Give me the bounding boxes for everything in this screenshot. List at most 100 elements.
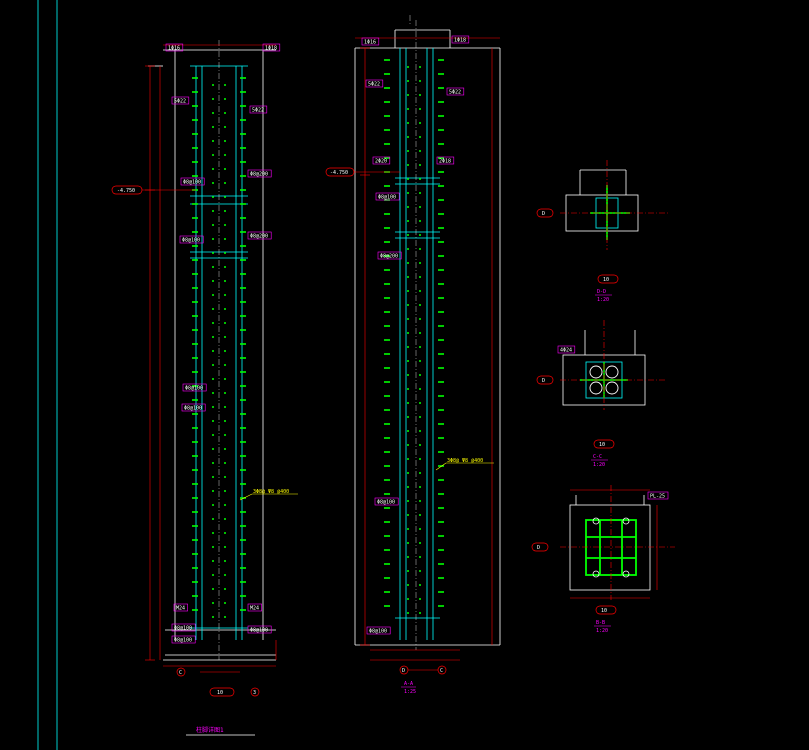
tag-box [249, 105, 268, 114]
rebar-dot [224, 504, 226, 506]
rebar-dot [212, 504, 214, 506]
rebar-dot [419, 94, 421, 96]
rebar-dot [224, 602, 226, 604]
axis-mark-0: C [179, 670, 182, 676]
rebar-dot [407, 542, 409, 544]
rebar-dot [419, 276, 421, 278]
section-d-d: D 10 D-D 1:20 [536, 160, 670, 303]
rebar-dot [419, 416, 421, 418]
rebar-dot [212, 294, 214, 296]
rebar-dot [419, 80, 421, 82]
rebar-dot [407, 402, 409, 404]
rebar-dot [224, 182, 226, 184]
tag-label: Φ8@100 [185, 386, 203, 392]
axis-bubble-1: 10 3 C [176, 667, 260, 697]
tag-box [451, 35, 470, 44]
tag-label: Φ8@100 [377, 500, 395, 506]
tag-label: Φ8@200 [250, 172, 268, 178]
tag-box [247, 231, 272, 240]
rebar-dot [419, 318, 421, 320]
rebar-dot [212, 112, 214, 114]
rebar-dot [419, 360, 421, 362]
rebar-dot [407, 290, 409, 292]
rebar-dot [419, 164, 421, 166]
rebar-dot [419, 598, 421, 600]
rebar-dot [419, 500, 421, 502]
rebar-dot [419, 346, 421, 348]
tag-box [181, 403, 206, 412]
rebar-dot [212, 126, 214, 128]
rebar-dot [212, 448, 214, 450]
rebar-dot [407, 122, 409, 124]
rebar-dot [212, 392, 214, 394]
rebar-dot [407, 276, 409, 278]
rebar-dot [212, 616, 214, 618]
rebar-dot [224, 336, 226, 338]
tag-box [374, 497, 399, 506]
tag-box [557, 345, 576, 354]
rebar-dot [419, 528, 421, 530]
axis-label-2a: D [402, 668, 405, 674]
rebar-dot [224, 252, 226, 254]
tag-label: PL-25 [650, 494, 665, 500]
rebar-dot [224, 98, 226, 100]
rebar-dot [224, 532, 226, 534]
rebar-dot [407, 374, 409, 376]
rebar-dot [224, 406, 226, 408]
rebar-dot [224, 616, 226, 618]
tag-label: 1Φ16 [168, 46, 180, 52]
elevation-2-steel [395, 48, 440, 640]
rebar-dot [212, 350, 214, 352]
tag-label: Φ8@100 [182, 238, 200, 244]
rebar-dot [419, 444, 421, 446]
rebar-dot [419, 402, 421, 404]
section-c-c: 4Φ24 D 10 C-C 1:20 [536, 320, 665, 468]
elevation-1-dimensions [145, 44, 277, 673]
rebar-dot [212, 210, 214, 212]
tag-box [247, 625, 272, 634]
elevation-2-rebar [384, 59, 444, 614]
rebar-dot [212, 602, 214, 604]
rebar-dot [419, 178, 421, 180]
rebar-dot [419, 150, 421, 152]
elevation-2-note: 3Φ8@ Ψ8 @400 [447, 458, 483, 464]
rebar-dot [212, 98, 214, 100]
level-tag-2: -4.750 [325, 167, 400, 177]
tag-box [262, 43, 281, 52]
rebar-dot [419, 136, 421, 138]
rebar-dot [407, 304, 409, 306]
rebar-dot [407, 248, 409, 250]
elevation-2-centerline [409, 15, 417, 650]
rebar-dot [224, 448, 226, 450]
rebar-dot [419, 66, 421, 68]
rebar-dot [212, 532, 214, 534]
elevation-2-outline [354, 29, 501, 646]
rebar-dot [407, 486, 409, 488]
rebar-dot [212, 322, 214, 324]
rebar-dot [212, 266, 214, 268]
rebar-dot [224, 392, 226, 394]
section-c-label: C-C [593, 454, 602, 460]
level-text-2: -4.750 [330, 170, 348, 176]
axis-mark-1: 3 [253, 690, 256, 696]
rebar-dot [224, 420, 226, 422]
tag-box [182, 383, 207, 392]
rebar-dot [419, 234, 421, 236]
tag-label: Φ8@100 [183, 180, 201, 186]
rebar-dot [212, 406, 214, 408]
section-label-a: A-A [404, 681, 413, 687]
rebar-dot [212, 252, 214, 254]
rebar-dot [407, 150, 409, 152]
elevation-1-note: 3Φ8@ Ψ8 @400 [253, 489, 289, 495]
rebar-dot [419, 220, 421, 222]
tag-box [647, 491, 669, 500]
rebar-dot [224, 154, 226, 156]
rebar-dot [212, 196, 214, 198]
tag-box [171, 96, 190, 105]
rebar-dot [419, 122, 421, 124]
tag-label: 2Φ18 [439, 159, 451, 165]
rebar-dot [212, 308, 214, 310]
rebar-dot [419, 262, 421, 264]
rebar-dot [224, 266, 226, 268]
